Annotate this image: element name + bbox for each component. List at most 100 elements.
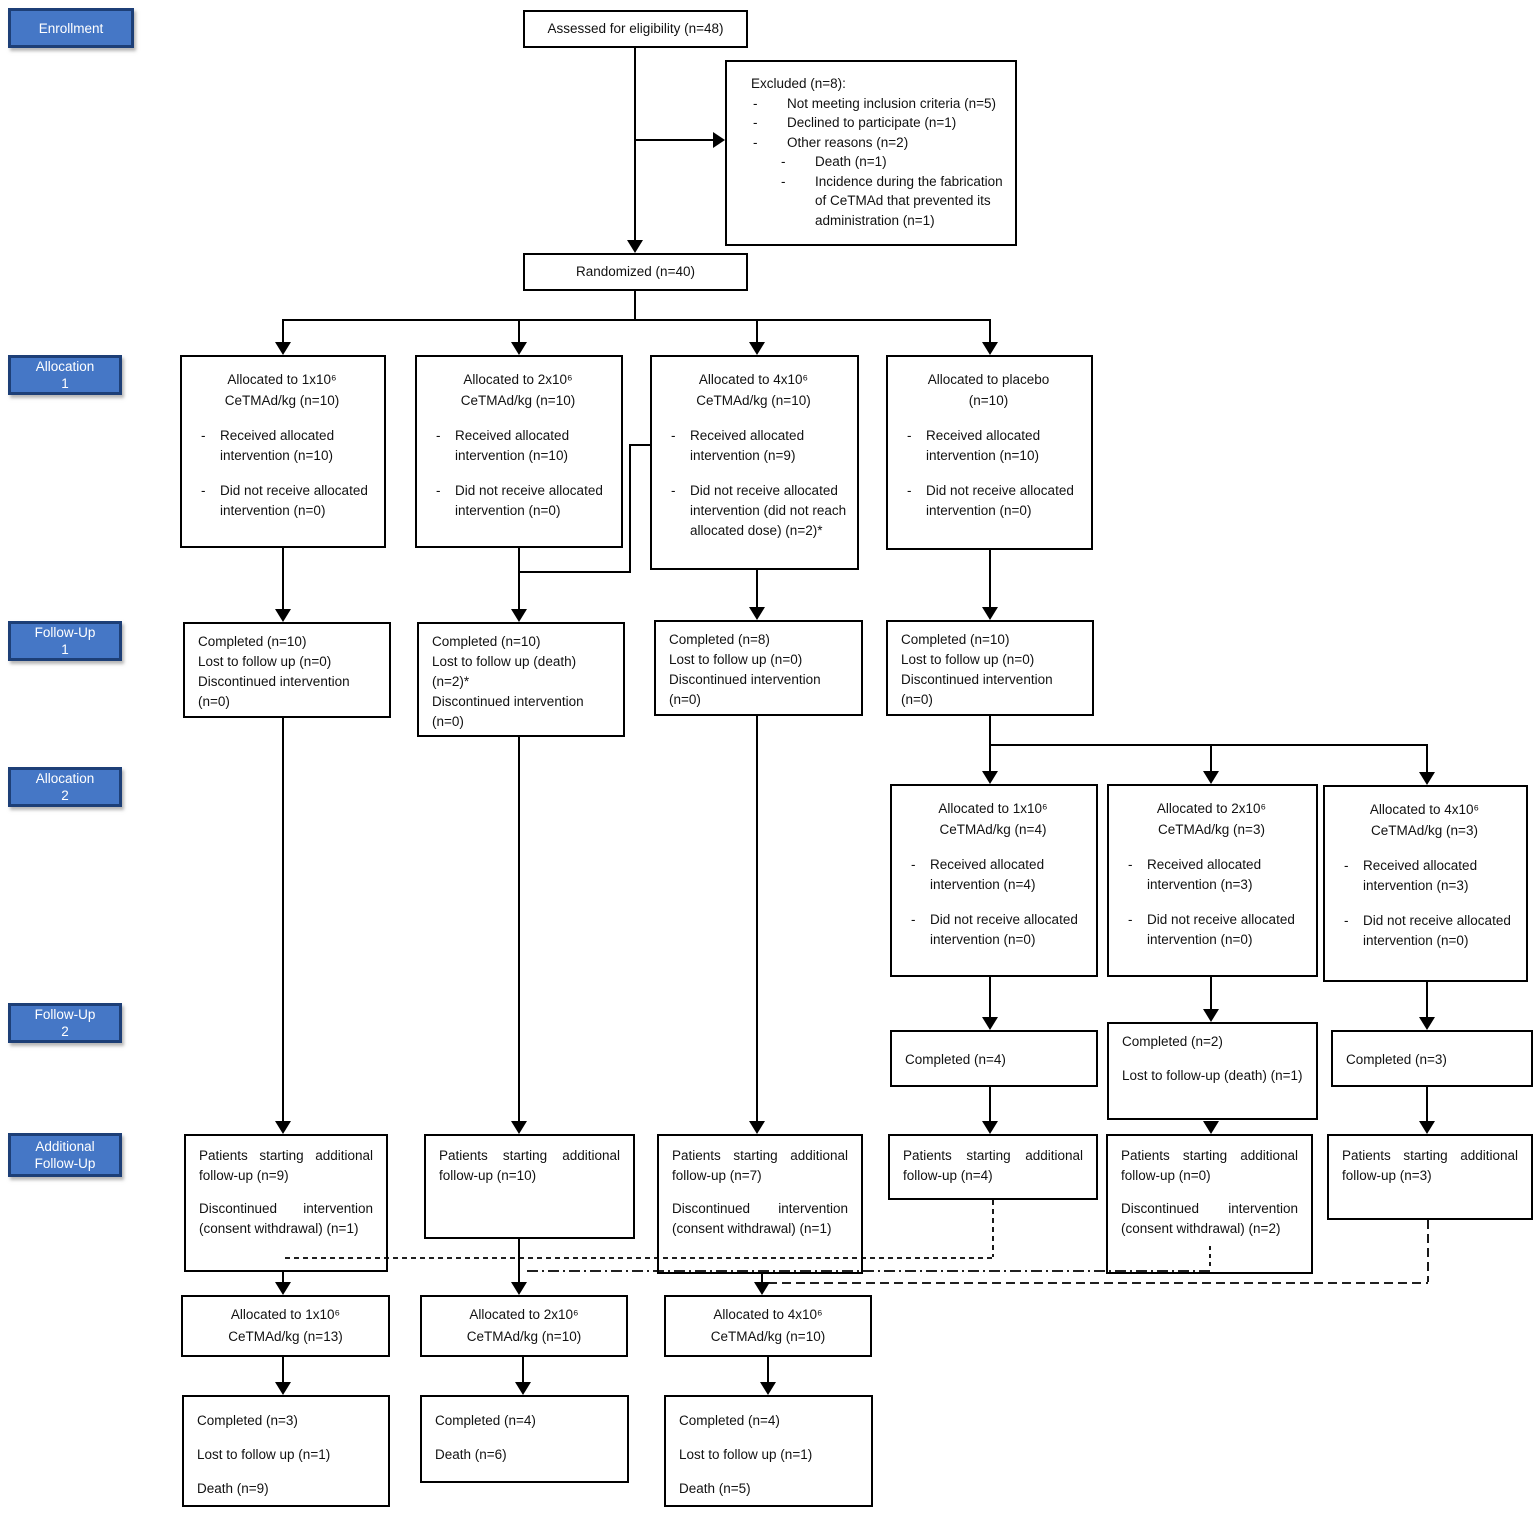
bullet-item: Received allocated intervention (n=4) xyxy=(900,855,1086,895)
bullet-item: Did not receive allocated intervention (… xyxy=(660,481,847,541)
box-line: Completed (n=3) xyxy=(197,1413,298,1428)
arrowhead xyxy=(511,342,527,355)
bullet-item: Did not receive allocated intervention (… xyxy=(1117,910,1306,950)
box-title-line: Allocated to 4x10⁶ xyxy=(698,372,809,387)
box-fu1-placebo: Completed (n=10) Lost to follow up (n=0)… xyxy=(886,620,1094,716)
box-additional-placebo2: Patients starting additional follow-up (… xyxy=(1106,1134,1313,1274)
box-alloc1-placebo: Allocated to placebo (n=10) Received all… xyxy=(886,355,1093,550)
box-final-dose2: Completed (n=4) Death (n=6) xyxy=(420,1395,629,1483)
box-final-dose1: Completed (n=3) Lost to follow up (n=1) … xyxy=(182,1395,390,1507)
arrowhead xyxy=(749,607,765,620)
box-line: Discontinued intervention (n=0) xyxy=(198,674,350,709)
box-line: Discontinued intervention (n=0) xyxy=(432,694,584,729)
box-fu1-dose4: Completed (n=8) Lost to follow up (n=0) … xyxy=(654,620,863,716)
bullet-item: Did not receive allocated intervention (… xyxy=(900,910,1086,950)
box-title-line: Allocated to 4x10⁶ xyxy=(713,1307,823,1322)
stage-label-follow-up-2: Follow-Up 2 xyxy=(8,1003,122,1043)
box-additional-placebo1: Patients starting additional follow-up (… xyxy=(888,1134,1098,1200)
box-line: Lost to follow up (n=0) xyxy=(901,652,1035,667)
box-line: Completed (n=10) xyxy=(432,634,541,649)
box-assessed: Assessed for eligibility (n=48) xyxy=(523,10,748,48)
box-alloc1-dose1: Allocated to 1x10⁶ CeTMAd/kg (n=10) Rece… xyxy=(180,355,386,548)
stage-label-text: 2 xyxy=(61,788,69,803)
arrowhead xyxy=(754,1282,770,1295)
arrowhead xyxy=(515,1382,531,1395)
box-title-line: Allocated to 1x10⁶ xyxy=(938,801,1048,816)
arrowhead xyxy=(511,1282,527,1295)
stage-label-additional-follow-up: Additional Follow-Up xyxy=(8,1133,122,1177)
arrowhead xyxy=(1419,772,1435,785)
box-line: Discontinued intervention (n=0) xyxy=(669,672,821,707)
arrowhead xyxy=(1419,1017,1435,1030)
arrowhead xyxy=(982,342,998,355)
stage-label-text: Allocation xyxy=(35,771,95,786)
box-realloc-dose1: Allocated to 1x10⁶ CeTMAd/kg (n=13) xyxy=(181,1295,390,1357)
arrowhead xyxy=(275,1121,291,1134)
box-line: Lost to follow up (death) (n=2)* xyxy=(432,654,577,689)
box-title-line: Allocated to 1x10⁶ xyxy=(230,1307,341,1322)
box-alloc2-dose2: Allocated to 2x10⁶ CeTMAd/kg (n=3) Recei… xyxy=(1107,784,1318,977)
box-title-line: Allocated to 2x10⁶ xyxy=(463,372,573,387)
arrowhead xyxy=(1203,1009,1219,1022)
stage-label-text: Follow-Up xyxy=(34,1007,96,1022)
box-title-line: Allocated to placebo xyxy=(927,372,1050,387)
bullet-subitem: Incidence during the fabrication of CeTM… xyxy=(727,172,1005,231)
box-alloc1-dose4: Allocated to 4x10⁶ CeTMAd/kg (n=10) Rece… xyxy=(650,355,859,570)
arrowhead xyxy=(275,609,291,622)
arrowhead xyxy=(982,607,998,620)
stage-label-enrollment: Enrollment xyxy=(8,8,134,48)
box-line: Death (n=9) xyxy=(197,1481,269,1496)
box-randomized: Randomized (n=40) xyxy=(523,253,748,291)
box-line: Patients starting additional follow-up (… xyxy=(1342,1148,1518,1183)
box-additional-placebo4: Patients starting additional follow-up (… xyxy=(1327,1134,1533,1220)
box-line: Discontinued intervention (consent withd… xyxy=(1121,1201,1298,1236)
bullet-item: Received allocated intervention (n=3) xyxy=(1333,856,1516,896)
box-line: Completed (n=10) xyxy=(901,632,1010,647)
box-line: Excluded (n=8): xyxy=(751,76,846,91)
bullet-item: Received allocated intervention (n=10) xyxy=(425,426,611,466)
arrowhead xyxy=(627,240,643,253)
bullet-item: Received allocated intervention (n=9) xyxy=(660,426,847,466)
bullet-item: Did not receive allocated intervention (… xyxy=(425,481,611,521)
box-line: Discontinued intervention (consent withd… xyxy=(672,1201,848,1236)
stage-label-text: 1 xyxy=(61,376,69,391)
box-line: Lost to follow up (n=1) xyxy=(679,1447,813,1462)
box-line: Death (n=5) xyxy=(679,1481,751,1496)
box-line: Completed (n=10) xyxy=(198,634,307,649)
stage-label-text: Follow-Up xyxy=(34,625,96,640)
box-line: Completed (n=8) xyxy=(669,632,770,647)
bullet-item: Did not receive allocated intervention (… xyxy=(1333,911,1516,951)
arrowhead xyxy=(275,1382,291,1395)
arrowhead xyxy=(1203,771,1219,784)
stage-label-follow-up-1: Follow-Up 1 xyxy=(8,621,122,661)
bullet-item: Did not receive allocated intervention (… xyxy=(896,481,1081,521)
arrowhead xyxy=(511,1121,527,1134)
box-title-line: CeTMAd/kg (n=10) xyxy=(710,1329,826,1344)
stage-label-text: Allocation xyxy=(35,359,95,374)
box-line: Lost to follow up (n=1) xyxy=(197,1447,331,1462)
arrowhead xyxy=(982,771,998,784)
box-line: Completed (n=4) xyxy=(905,1051,1006,1067)
box-line: Patients starting additional follow-up (… xyxy=(439,1148,620,1183)
box-line: Completed (n=4) xyxy=(679,1413,780,1428)
arrowhead xyxy=(275,1282,291,1295)
arrowhead xyxy=(749,342,765,355)
bullet-item: Other reasons (n=2) xyxy=(727,133,1005,153)
bullet-item: Received allocated intervention (n=10) xyxy=(896,426,1081,466)
arrowhead xyxy=(511,609,527,622)
box-title-line: CeTMAd/kg (n=10) xyxy=(696,393,811,408)
stage-label-allocation-1: Allocation 1 xyxy=(8,355,122,395)
stage-label-text: Follow-Up xyxy=(34,1156,96,1171)
box-fu2-dose4: Completed (n=3) xyxy=(1331,1030,1533,1087)
stage-label-text: 1 xyxy=(61,642,69,657)
bullet-item: Not meeting inclusion criteria (n=5) xyxy=(727,94,1005,114)
stage-label-text: 2 xyxy=(61,1024,69,1039)
box-line: Patients starting additional follow-up (… xyxy=(672,1148,848,1183)
arrowhead xyxy=(760,1382,776,1395)
box-line: Patients starting additional follow-up (… xyxy=(903,1148,1083,1183)
box-final-dose4: Completed (n=4) Lost to follow up (n=1) … xyxy=(664,1395,873,1507)
box-realloc-dose4: Allocated to 4x10⁶ CeTMAd/kg (n=10) xyxy=(664,1295,872,1357)
box-additional-dose2: Patients starting additional follow-up (… xyxy=(424,1134,635,1239)
box-line: Death (n=6) xyxy=(435,1447,507,1462)
